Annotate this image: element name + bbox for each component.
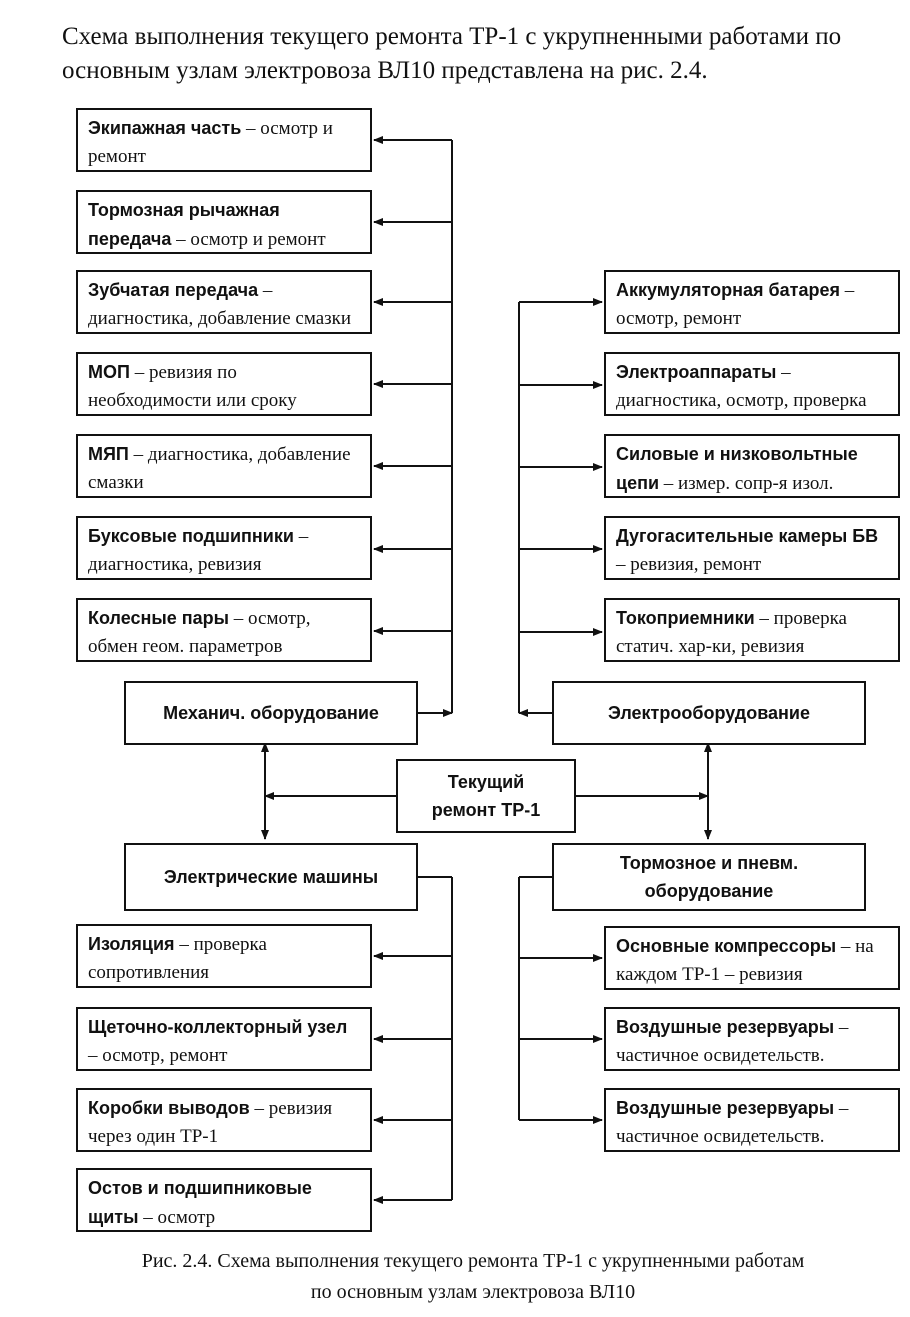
item-desc: – диагностика, добавление смазки (88, 444, 351, 493)
item-desc: – осмотр и ремонт (88, 118, 333, 167)
item-desc: – диагностика, осмотр, проверка (616, 362, 867, 411)
center-current-repair: Текущий ремонт ТР-1 (396, 759, 576, 833)
item-desc: – осмотр, обмен геом. параметров (88, 608, 311, 657)
hub-label-line-1: Тормозное и пневм. (619, 853, 799, 873)
item-title: Воздушные резервуары (616, 1098, 835, 1118)
item-desc: – проверка статич. хар-ки, ревизия (616, 608, 847, 657)
hub-label: Электрические машины (163, 867, 379, 887)
item-desc: – диагностика, ревизия (88, 526, 309, 575)
item-desc: – частичное освидетельств. (616, 1017, 849, 1066)
item-desc: – проверка сопротивления (88, 934, 267, 983)
hub-electric-machines: Электрические машины (124, 843, 418, 911)
item-desc: – осмотр, ремонт (616, 280, 855, 329)
item-title: Дугогасительные камеры БВ (616, 526, 879, 546)
elec-item-battery: Аккумуляторная батарея – осмотр, ремонт (604, 270, 900, 334)
hub-brake-pneumatic: Тормозное и пневм. оборудование (552, 843, 866, 911)
item-title: МОП (88, 362, 130, 382)
item-title: Коробки выводов (88, 1098, 250, 1118)
item-desc: – частичное освидетельств. (616, 1098, 849, 1147)
machine-item-insulation: Изоляция – проверка сопротивления (76, 924, 372, 988)
caption-line-1: Рис. 2.4. Схема выполнения текущего ремо… (141, 1250, 805, 1272)
item-title: Электроаппараты (616, 362, 777, 382)
hub-label: Механич. оборудование (163, 703, 379, 723)
hub-mechanical-equipment: Механич. оборудование (124, 681, 418, 745)
item-title: Воздушные резервуары (616, 1017, 835, 1037)
item-title: Экипажная часть (88, 118, 242, 138)
brake-item-compressors: Основные компрессоры – на каждом ТР-1 – … (604, 926, 900, 990)
item-title: Основные компрессоры (616, 936, 837, 956)
mech-item-brake-linkage: Тормозная рычажная передача – осмотр и р… (76, 190, 372, 254)
hub-label: Электрооборудование (607, 703, 811, 723)
item-desc: – ревизия через один ТР-1 (88, 1098, 333, 1147)
item-desc: – ревизия, ремонт (616, 554, 762, 575)
center-line-1: Текущий (447, 772, 525, 792)
caption-line-2: по основным узлам электровоза ВЛ10 (310, 1281, 636, 1303)
item-title: МЯП (88, 444, 129, 464)
machine-item-frame-shields: Остов и подшипниковые щиты – осмотр (76, 1168, 372, 1232)
machine-item-brush-collector: Щеточно-коллекторный узел – осмотр, ремо… (76, 1007, 372, 1071)
item-title: Щеточно-коллекторный узел (88, 1017, 348, 1037)
hub-electrical-equipment: Электрооборудование (552, 681, 866, 745)
mech-item-myap: МЯП – диагностика, добавление смазки (76, 434, 372, 498)
item-title: Буксовые подшипники (88, 526, 294, 546)
machine-item-terminal-boxes: Коробки выводов – ревизия через один ТР-… (76, 1088, 372, 1152)
mech-item-axlebox-bearings: Буксовые подшипники – диагностика, ревиз… (76, 516, 372, 580)
item-title: Колесные пары (88, 608, 230, 628)
elec-item-pantographs: Токоприемники – проверка статич. хар-ки,… (604, 598, 900, 662)
center-line-2: ремонт ТР-1 (431, 800, 541, 820)
item-title: Токоприемники (616, 608, 755, 628)
item-desc: – осмотр, ремонт (88, 1045, 228, 1066)
figure-caption: Рис. 2.4. Схема выполнения текущего ремо… (40, 1246, 906, 1308)
item-desc: – осмотр (138, 1207, 216, 1228)
hub-label-line-2: оборудование (644, 881, 774, 901)
item-desc: – диагностика, добавление смазки (88, 280, 352, 329)
item-title: Изоляция (88, 934, 175, 954)
item-title: Зубчатая передача (88, 280, 259, 300)
brake-item-air-reservoirs-1: Воздушные резервуары – частичное освидет… (604, 1007, 900, 1071)
item-title: Силовые и низковольтные цепи (616, 444, 858, 493)
item-desc: – осмотр и ремонт (171, 229, 326, 250)
item-desc: – ревизия по необходимости или сроку (88, 362, 297, 411)
mech-item-mop: МОП – ревизия по необходимости или сроку (76, 352, 372, 416)
item-title: Остов и подшипниковые щиты (88, 1178, 312, 1227)
mech-item-gear-drive: Зубчатая передача – диагностика, добавле… (76, 270, 372, 334)
intro-paragraph: Схема выполнения текущего ремонта ТР-1 с… (62, 23, 842, 84)
mech-item-wheelsets: Колесные пары – осмотр, обмен геом. пара… (76, 598, 372, 662)
brake-item-air-reservoirs-2: Воздушные резервуары – частичное освидет… (604, 1088, 900, 1152)
elec-item-arc-chutes: Дугогасительные камеры БВ – ревизия, рем… (604, 516, 900, 580)
item-title: Аккумуляторная батарея (616, 280, 840, 300)
item-title: Тормозная рычажная передача (88, 200, 280, 249)
item-desc: – измер. сопр-я изол. (659, 473, 834, 494)
elec-item-apparatus: Электроаппараты – диагностика, осмотр, п… (604, 352, 900, 416)
mech-item-undercarriage: Экипажная часть – осмотр и ремонт (76, 108, 372, 172)
elec-item-circuits: Силовые и низковольтные цепи – измер. со… (604, 434, 900, 498)
item-desc: – на каждом ТР-1 – ревизия (616, 936, 874, 985)
